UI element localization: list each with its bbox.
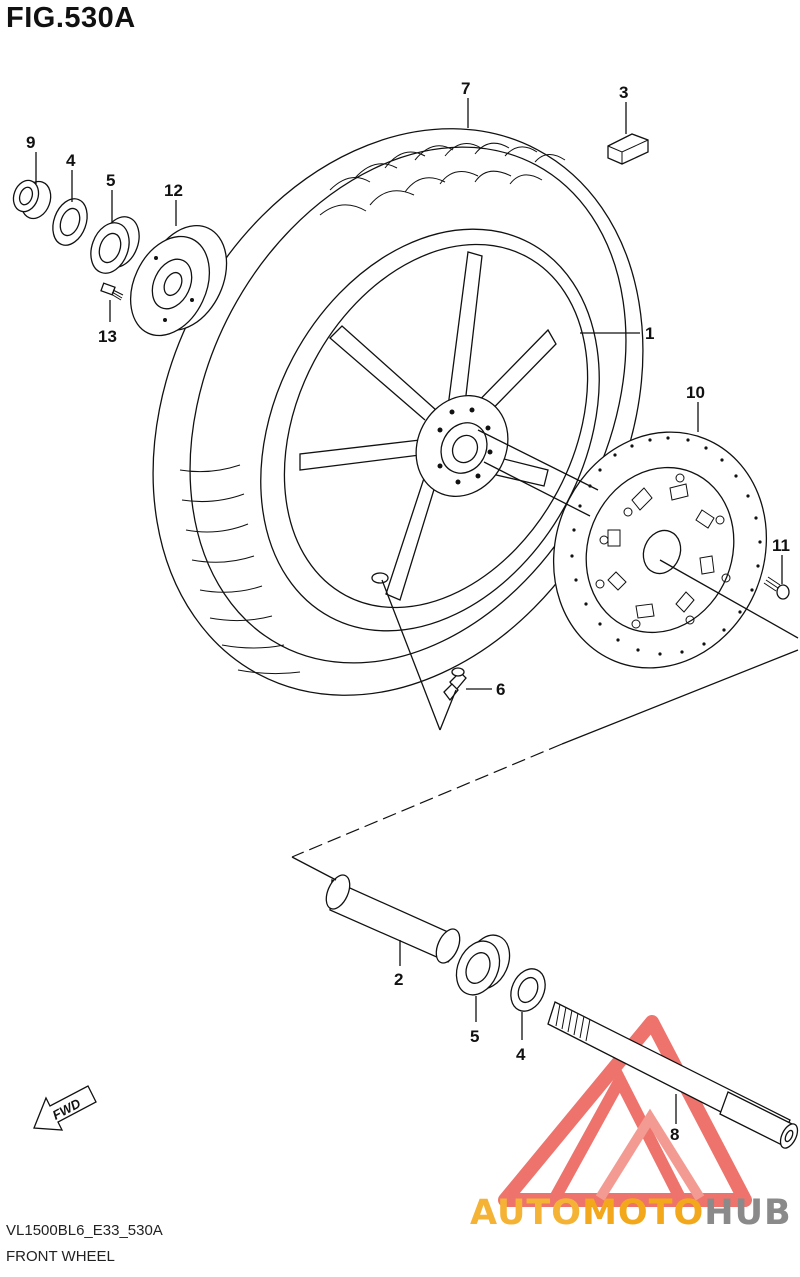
callout-5-top: 5 bbox=[106, 171, 115, 190]
callout-4-top: 4 bbox=[66, 151, 76, 170]
callout-11: 11 bbox=[772, 536, 790, 555]
callout-1: 1 bbox=[645, 324, 654, 343]
watermark-logo bbox=[498, 1015, 752, 1207]
figure-title: FIG.530A bbox=[6, 2, 136, 34]
collar bbox=[12, 179, 52, 220]
dust-seal-bottom bbox=[510, 968, 546, 1012]
balancer-weight bbox=[607, 133, 649, 165]
front-axle bbox=[547, 1001, 799, 1149]
callout-12: 12 bbox=[164, 181, 183, 200]
callout-4-bottom: 4 bbox=[516, 1045, 526, 1064]
leader-lines bbox=[35, 98, 799, 1124]
valve bbox=[443, 667, 467, 702]
callout-5-bottom: 5 bbox=[470, 1027, 479, 1046]
callout-10: 10 bbox=[686, 383, 705, 402]
callout-9: 9 bbox=[26, 133, 35, 152]
brake-disc bbox=[552, 431, 768, 669]
callout-7: 7 bbox=[461, 79, 470, 98]
bearing-top bbox=[90, 216, 140, 274]
callout-3: 3 bbox=[619, 83, 628, 102]
callout-13: 13 bbox=[98, 327, 117, 346]
dust-seal-top bbox=[52, 198, 88, 246]
callout-6: 6 bbox=[496, 680, 505, 699]
wheel-rim bbox=[260, 228, 600, 632]
bearing-bottom bbox=[455, 934, 511, 996]
watermark-hub: HUB bbox=[704, 1193, 792, 1233]
figure-name: FRONT WHEEL bbox=[6, 1248, 115, 1265]
watermark-moto: MOTO bbox=[582, 1193, 705, 1233]
figure-code: VL1500BL6_E33_530A bbox=[6, 1222, 163, 1239]
disc-bolt bbox=[763, 576, 790, 600]
callout-8: 8 bbox=[670, 1125, 679, 1144]
callouts: 9 4 5 12 13 7 3 1 10 11 6 2 5 4 8 bbox=[26, 79, 790, 1144]
bolt-small bbox=[100, 282, 124, 301]
watermark-auto: AUTO bbox=[470, 1193, 583, 1233]
watermark-text: AUTOMOTOHUB bbox=[470, 1193, 792, 1233]
callout-2: 2 bbox=[394, 970, 403, 989]
spacer bbox=[325, 874, 461, 964]
gear-box bbox=[130, 224, 228, 337]
fwd-arrow-icon bbox=[33, 1085, 97, 1131]
